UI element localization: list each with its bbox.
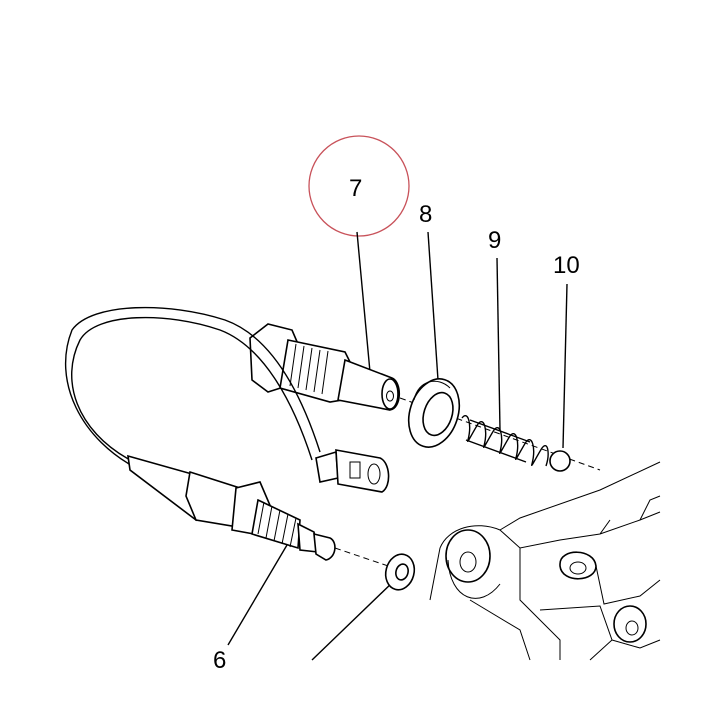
callout-9-label: 9 [488, 227, 501, 254]
small-washer [384, 553, 416, 591]
leader-line-washer [311, 579, 396, 661]
sensor-cable [64, 306, 321, 471]
leader-line-9 [496, 257, 501, 431]
leader-line-7 [356, 231, 371, 373]
callout-8-label: 8 [419, 201, 432, 228]
part-7-fitting [249, 323, 401, 411]
callout-10-label: 10 [553, 252, 580, 279]
callout-7-label: 7 [349, 175, 362, 202]
part-8-seal-ring [407, 378, 461, 448]
part-6-sensor [127, 454, 336, 561]
leader-line-8 [427, 231, 439, 381]
callout-6-label: 6 [213, 647, 226, 674]
callout-7-highlight-circle [308, 135, 410, 237]
transmission-housing [429, 461, 661, 661]
leader-line-6 [227, 544, 288, 646]
part-10-ball [549, 450, 571, 472]
assembly-axis-line-lower [334, 547, 401, 571]
leader-line-10 [562, 283, 568, 449]
part-9-spring [461, 415, 549, 467]
cable-connector-plug [315, 449, 390, 493]
